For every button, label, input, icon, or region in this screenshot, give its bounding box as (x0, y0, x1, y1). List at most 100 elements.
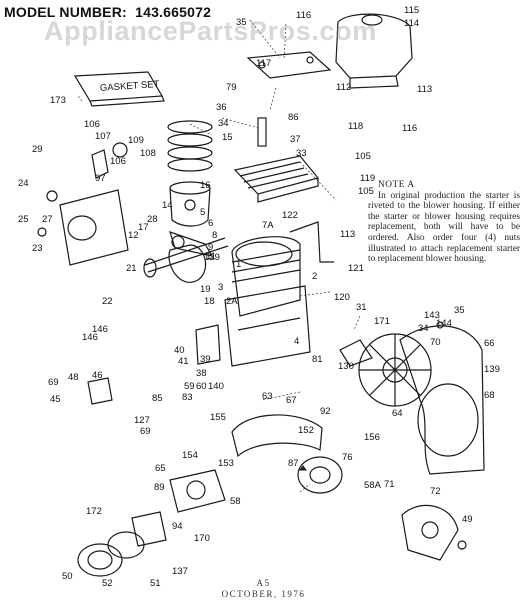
callout-number: 2 (312, 271, 317, 282)
callout-number: 119 (360, 173, 375, 184)
callout-number: 6 (208, 218, 213, 229)
callout-number: 113 (417, 84, 432, 95)
callout-number: 86 (288, 112, 299, 123)
model-number-value: 143.665072 (135, 4, 212, 20)
callout-number: 36 (216, 102, 227, 113)
callout-number: 41 (178, 356, 189, 367)
callout-number: 28 (147, 214, 158, 225)
gasket-set-package: GASKET SET (73, 71, 165, 107)
callout-number: 87 (288, 458, 299, 469)
callout-number: 154 (182, 450, 198, 461)
callout-number: 65 (155, 463, 166, 474)
callout-number: 1 (236, 259, 241, 270)
callout-number: 144 (436, 318, 452, 329)
callout-number: 38 (196, 368, 207, 379)
callout-number: 15 (222, 132, 233, 143)
callout-number: 64 (392, 408, 403, 419)
callout-number: 51 (150, 578, 161, 589)
callout-number: 113 (340, 229, 355, 240)
callout-number: 9 (208, 242, 213, 253)
callout-number: 171 (374, 316, 390, 327)
cylinder-head-shroud (246, 13, 413, 89)
callout-number: 81 (312, 354, 323, 365)
callout-number: 117 (256, 58, 271, 69)
callout-number: 76 (342, 452, 353, 463)
callout-number: 48 (68, 372, 79, 383)
starter-pulley (297, 456, 343, 494)
engine-parts-artwork: GASKET SET (37, 13, 485, 577)
callout-number: 27 (42, 214, 53, 225)
cylinder-block (224, 236, 311, 367)
callout-number: 31 (356, 302, 367, 313)
callout-number: 16 (200, 180, 211, 191)
callout-number: 105 (358, 186, 374, 197)
note-a-heading: NOTE A (378, 180, 415, 190)
callout-number: 85 (152, 393, 163, 404)
misc-brackets-fasteners (37, 190, 467, 550)
air-cleaner (77, 511, 167, 577)
callout-number: 8 (212, 230, 217, 241)
callout-number: 19 (200, 284, 211, 295)
callout-number: 72 (430, 486, 441, 497)
callout-number: 35 (236, 17, 247, 28)
footer-page-number: A5 (256, 578, 271, 588)
callout-number: 21 (126, 263, 137, 274)
callout-number: 40 (174, 345, 185, 356)
callout-number: 29 (32, 144, 43, 155)
callout-number: 118 (348, 121, 363, 132)
callout-number: 170 (194, 533, 210, 544)
callout-number: 63 (262, 391, 273, 402)
callout-number: 67 (286, 395, 297, 406)
callout-number: 83 (182, 392, 193, 403)
callout-number: 116 (402, 123, 417, 134)
callout-number: 49 (462, 514, 473, 525)
carburetor (169, 469, 226, 513)
callout-number: 58A (364, 480, 382, 491)
callout-number: 2A (226, 296, 238, 307)
callout-number: 70 (430, 337, 441, 348)
callout-number: 94 (172, 521, 183, 532)
callout-number: 107 (95, 131, 111, 142)
callout-number: 120 (334, 292, 350, 303)
callout-number: 69 (48, 377, 59, 388)
flywheel (358, 333, 432, 407)
callout-number: 4 (294, 336, 299, 347)
model-number-label: MODEL NUMBER: (4, 4, 127, 20)
callout-number: 79 (226, 82, 237, 93)
callout-number: 23 (32, 243, 43, 254)
callout-number: 45 (50, 394, 61, 405)
callout-number: 137 (172, 566, 188, 577)
callout-number: 116 (296, 10, 311, 21)
callout-number: 58 (230, 496, 241, 507)
callout-number: 39 (200, 354, 211, 365)
callout-number: 69 (140, 426, 151, 437)
rewind-starter (401, 504, 459, 561)
callout-number: 129 (204, 252, 220, 263)
callout-number: 33 (296, 148, 307, 159)
callout-number: 24 (18, 178, 29, 189)
callout-number: 71 (384, 479, 395, 490)
callout-number: 46 (92, 370, 103, 381)
cylinder-baffle (231, 414, 323, 458)
callout-number: 112 (336, 82, 351, 93)
callout-number: 68 (484, 390, 495, 401)
callout-number: 152 (298, 425, 314, 436)
connecting-rod (169, 231, 214, 257)
callout-number: 143 (424, 310, 440, 321)
model-number-header: MODEL NUMBER: 143.665072 (4, 4, 211, 20)
callout-number: 17 (138, 222, 149, 233)
callout-number: 153 (218, 458, 234, 469)
callout-number: 108 (140, 148, 156, 159)
blower-housing (399, 325, 485, 475)
callout-number: 52 (102, 578, 113, 589)
callout-number: 156 (364, 432, 380, 443)
callout-number: 106 (110, 156, 126, 167)
callout-number: 92 (320, 406, 331, 417)
leader-lines (77, 13, 373, 493)
callout-number: 114 (404, 18, 419, 29)
callout-number: 25 (18, 214, 29, 225)
callout-number: 66 (484, 338, 495, 349)
callout-number: 121 (348, 263, 364, 274)
